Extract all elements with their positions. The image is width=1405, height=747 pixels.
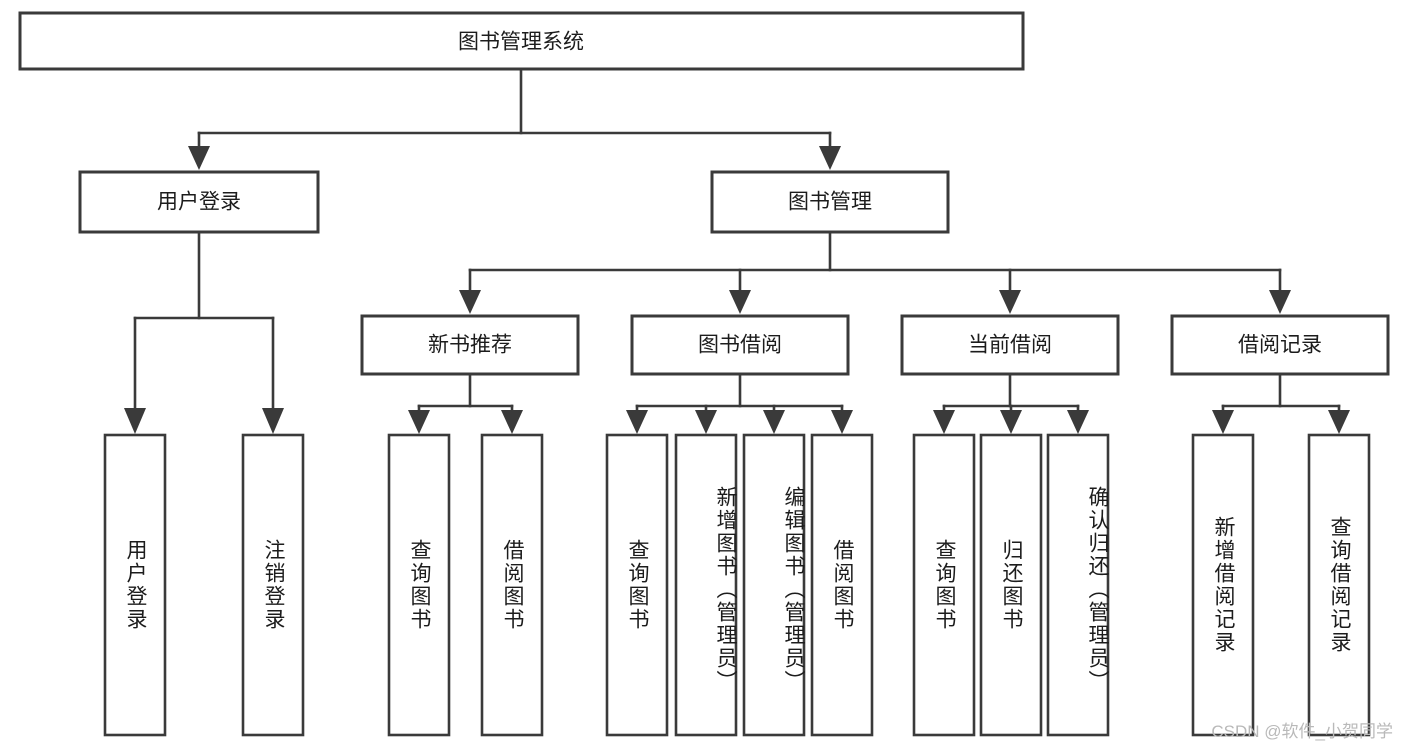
arrow-head-userlogin-leaf1 [262, 408, 284, 434]
label-leaf-current-borrow-0: 查询图书 [933, 539, 957, 631]
arrow-head-n2-leaf2 [1067, 410, 1089, 434]
arrow-head-n1-leaf3 [831, 410, 853, 434]
label-leaf-new-book-0: 查询图书 [408, 539, 432, 631]
arrow-head-n3-leaf0 [1212, 410, 1234, 434]
arrow-head-n3-leaf1 [1328, 410, 1350, 434]
label-leaf-current-borrow-1: 归还图书 [1000, 539, 1024, 631]
node-box-book-borrow[interactable] [630, 314, 850, 376]
arrow-head-n3 [1269, 290, 1291, 314]
csdn-watermark: CSDN @软件_小贺同学 [1211, 722, 1393, 741]
arrow-head-n2 [999, 290, 1021, 314]
node-box-leaf-current-borrow-0[interactable] [912, 433, 976, 737]
node-box-leaf-book-borrow-2[interactable] [742, 433, 806, 737]
arrow-head-n1 [729, 290, 751, 314]
arrow-head-n1-leaf2 [763, 410, 785, 434]
arrow-head-n1-leaf1 [695, 410, 717, 434]
node-box-borrow-record[interactable] [1170, 314, 1390, 376]
node-box-user-login[interactable] [78, 170, 320, 234]
label-user-login: 用户登录 [157, 191, 241, 214]
node-box-leaf-new-book-1[interactable] [480, 433, 544, 737]
node-box-leaf-book-borrow-1[interactable] [674, 433, 738, 737]
node-box-leaf-user-login-0[interactable] [103, 433, 167, 737]
label-leaf-borrow-record-0: 新增借阅记录 [1212, 516, 1236, 654]
node-box-book-management[interactable] [710, 170, 950, 234]
node-box-new-book-recommend[interactable] [360, 314, 580, 376]
node-box-leaf-book-borrow-3[interactable] [810, 433, 874, 737]
arrow-head-n0 [459, 290, 481, 314]
node-box-leaf-borrow-record-1[interactable] [1307, 433, 1371, 737]
arrow-head-n1-leaf0 [626, 410, 648, 434]
arrow-head-n0-leaf1 [501, 410, 523, 434]
label-leaf-book-borrow-3: 借阅图书 [831, 539, 855, 631]
label-book-management: 图书管理 [788, 191, 872, 214]
label-root: 图书管理系统 [458, 31, 584, 54]
label-book-borrow: 图书借阅 [698, 334, 782, 357]
arrow-head-userlogin-leaf0 [124, 408, 146, 434]
label-borrow-record: 借阅记录 [1238, 334, 1322, 357]
arrow-head-n2-leaf0 [933, 410, 955, 434]
node-box-leaf-borrow-record-0[interactable] [1191, 433, 1255, 737]
node-box-current-borrow[interactable] [900, 314, 1120, 376]
arrow-head-n0-leaf0 [408, 410, 430, 434]
label-leaf-book-borrow-0: 查询图书 [626, 539, 650, 631]
label-leaf-new-book-1: 借阅图书 [501, 539, 525, 631]
label-leaf-user-login-0: 用户登录 [124, 539, 148, 631]
node-box-leaf-current-borrow-1[interactable] [979, 433, 1043, 737]
label-new-book-recommend: 新书推荐 [428, 334, 512, 357]
node-box-leaf-current-borrow-2[interactable] [1046, 433, 1110, 737]
node-box-leaf-book-borrow-0[interactable] [605, 433, 669, 737]
arrow-head-userlogin [188, 146, 210, 170]
label-leaf-current-borrow-2: 确认归还（管理员） [1086, 485, 1109, 693]
label-leaf-book-borrow-1: 新增图书（管理员） [714, 485, 737, 693]
label-current-borrow: 当前借阅 [968, 334, 1052, 357]
node-box-leaf-new-book-0[interactable] [387, 433, 451, 737]
label-leaf-book-borrow-2: 编辑图书（管理员） [782, 485, 805, 693]
node-box-leaf-user-login-1[interactable] [241, 433, 305, 737]
arrow-head-bookmgmt [819, 146, 841, 170]
arrow-head-n2-leaf1 [1000, 410, 1022, 434]
node-box-root[interactable] [18, 11, 1025, 71]
label-leaf-user-login-1: 注销登录 [262, 539, 286, 631]
label-leaf-borrow-record-1: 查询借阅记录 [1328, 516, 1352, 654]
